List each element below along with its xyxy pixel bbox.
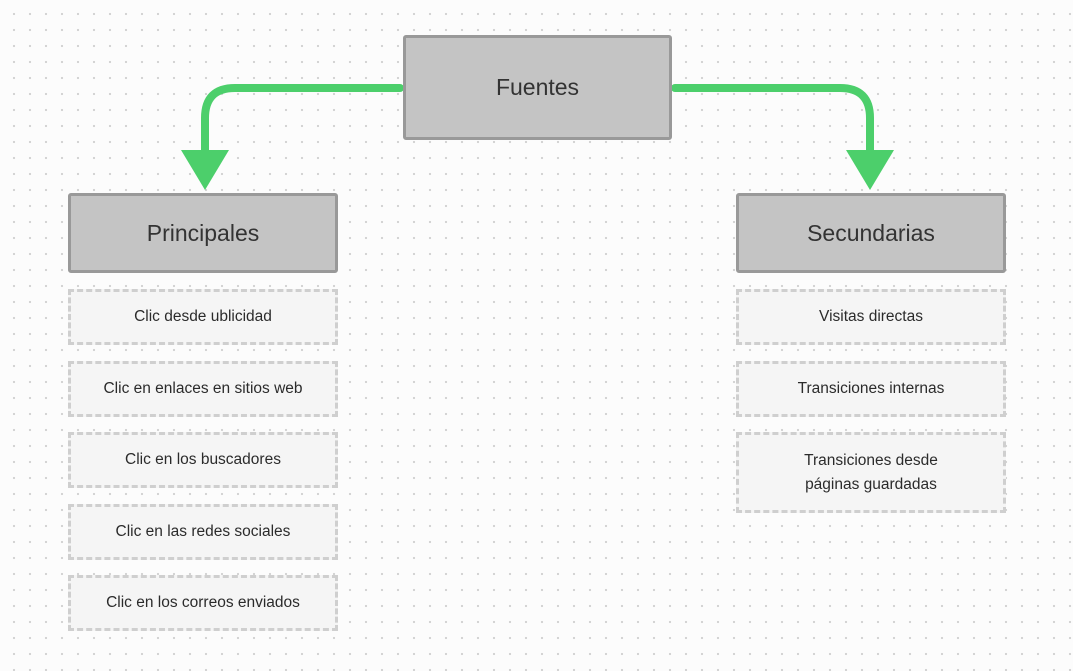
list-item: Clic en los correos enviados [68, 575, 338, 631]
list-item: Visitas directas [736, 289, 1006, 345]
list-item: Clic desde ublicidad [68, 289, 338, 345]
root-node-fuentes: Fuentes [403, 35, 672, 140]
list-item: Clic en las redes sociales [68, 504, 338, 560]
arrowhead-principales [181, 150, 229, 190]
arrow-to-secundarias [671, 84, 874, 156]
category-node-principales: Principales [68, 193, 338, 273]
arrow-to-principales [201, 84, 404, 156]
category-label-principales: Principales [146, 219, 260, 246]
list-item: Transiciones internas [736, 361, 1006, 417]
category-node-secundarias: Secundarias [736, 193, 1006, 273]
arrowhead-secundarias [846, 150, 894, 190]
list-item: Clic en los buscadores [68, 432, 338, 488]
category-label-secundarias: Secundarias [807, 219, 935, 246]
list-item: Transiciones desde páginas guardadas [736, 432, 1006, 513]
list-item: Clic en enlaces en sitios web [68, 361, 338, 417]
root-node-label: Fuentes [495, 74, 580, 100]
